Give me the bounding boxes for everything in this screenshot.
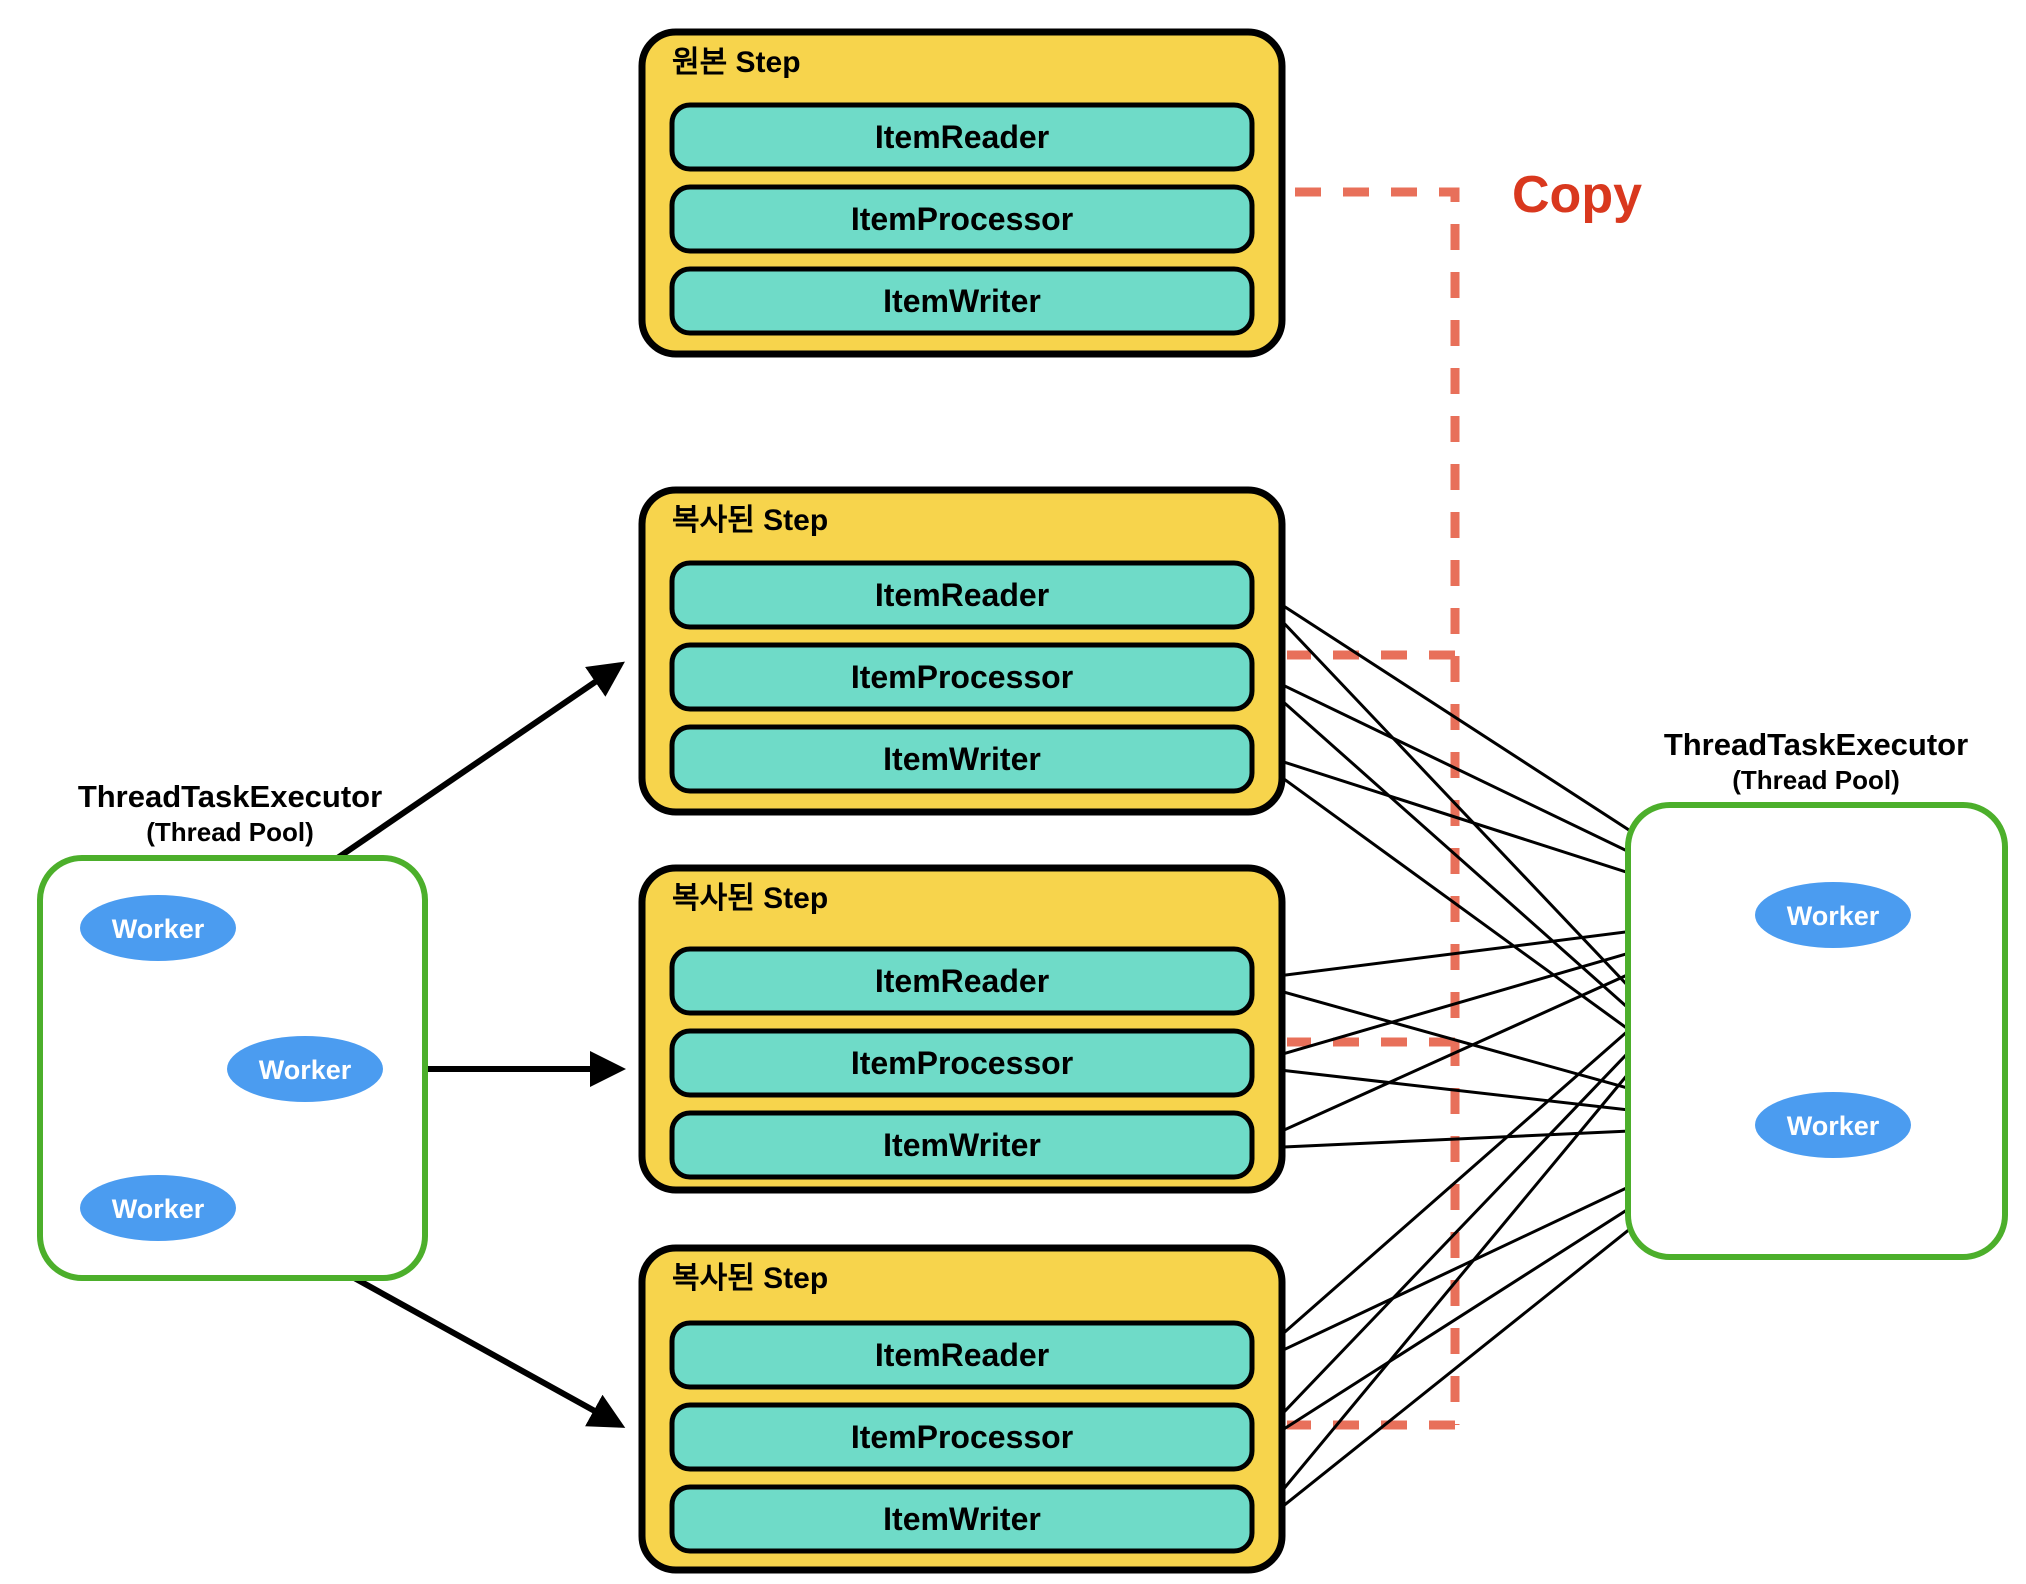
- original-step-reader-label: ItemReader: [875, 119, 1049, 155]
- copied-step-3-writer-label: ItemWriter: [883, 1501, 1041, 1537]
- right-thread-pool[interactable]: ThreadTaskExecutor (Thread Pool) Worker …: [1625, 727, 2008, 1260]
- left-worker-3[interactable]: Worker: [80, 1175, 236, 1241]
- left-worker-2-ellipse: [227, 1036, 383, 1102]
- copied-step-3-processor-box[interactable]: [669, 1402, 1255, 1472]
- right-pool-box: [1625, 802, 2008, 1260]
- copied-step-1[interactable]: 복사된 Step ItemReader ItemProcessor ItemWr…: [638, 486, 1286, 816]
- copied-step-3-reader-box[interactable]: [669, 1320, 1255, 1390]
- left-pool-subtitle: (Thread Pool): [146, 817, 314, 847]
- original-step-processor-label: ItemProcessor: [851, 201, 1073, 237]
- right-pool-title: ThreadTaskExecutor: [1664, 727, 1968, 762]
- copied-step-3-reader-label: ItemReader: [875, 1337, 1049, 1373]
- right-worker-1-ellipse: [1755, 882, 1911, 948]
- left-worker-2[interactable]: Worker: [227, 1036, 383, 1102]
- right-pool-subtitle: (Thread Pool): [1732, 765, 1900, 795]
- left-worker-3-label: Worker: [112, 1194, 205, 1224]
- copied-step-2-writer-label: ItemWriter: [883, 1127, 1041, 1163]
- original-step-writer-box[interactable]: [669, 266, 1255, 336]
- left-worker-1[interactable]: Worker: [80, 895, 236, 961]
- copied-step-3-writer-box[interactable]: [669, 1484, 1255, 1554]
- copied-step-1-title: 복사된 Step: [672, 504, 828, 537]
- copied-step-2-processor-box[interactable]: [669, 1028, 1255, 1098]
- copied-step-1-reader-label: ItemReader: [875, 577, 1049, 613]
- copy-connector-group: [1287, 187, 1460, 1430]
- copied-step-2[interactable]: 복사된 Step ItemReader ItemProcessor ItemWr…: [638, 864, 1286, 1194]
- copied-step-2-reader-label: ItemReader: [875, 963, 1049, 999]
- copy-dashed-path: [1295, 187, 1460, 1425]
- copied-step-2-reader-box[interactable]: [669, 946, 1255, 1016]
- copied-step-3[interactable]: 복사된 Step ItemReader ItemProcessor ItemWr…: [638, 1244, 1286, 1574]
- left-worker-1-ellipse: [80, 895, 236, 961]
- original-step-reader-box[interactable]: [669, 102, 1255, 172]
- copied-step-2-title: 복사된 Step: [672, 882, 828, 915]
- copied-step-1-processor-label: ItemProcessor: [851, 659, 1073, 695]
- copied-step-1-reader-box[interactable]: [669, 560, 1255, 630]
- left-thread-pool[interactable]: ThreadTaskExecutor (Thread Pool) Worker …: [37, 779, 428, 1281]
- right-worker-1[interactable]: Worker: [1755, 882, 1911, 948]
- right-worker-2-label: Worker: [1787, 1111, 1880, 1141]
- original-step[interactable]: 원본 Step ItemReader ItemProcessor ItemWri…: [638, 28, 1286, 358]
- left-worker-3-ellipse: [80, 1175, 236, 1241]
- copied-step-2-processor-label: ItemProcessor: [851, 1045, 1073, 1081]
- original-step-title: 원본 Step: [672, 46, 801, 79]
- copied-step-1-processor-box[interactable]: [669, 642, 1255, 712]
- copy-label: Copy: [1512, 166, 1642, 224]
- right-worker-1-label: Worker: [1787, 901, 1880, 931]
- copied-step-3-processor-label: ItemProcessor: [851, 1419, 1073, 1455]
- left-worker-1-label: Worker: [112, 914, 205, 944]
- copied-step-2-writer-box[interactable]: [669, 1110, 1255, 1180]
- original-step-processor-box[interactable]: [669, 184, 1255, 254]
- original-step-writer-label: ItemWriter: [883, 283, 1041, 319]
- left-pool-title: ThreadTaskExecutor: [78, 779, 382, 814]
- left-worker-2-label: Worker: [259, 1055, 352, 1085]
- copied-step-3-title: 복사된 Step: [672, 1262, 828, 1295]
- copied-step-1-writer-box[interactable]: [669, 724, 1255, 794]
- copied-step-1-writer-label: ItemWriter: [883, 741, 1041, 777]
- right-worker-2[interactable]: Worker: [1755, 1092, 1911, 1158]
- right-worker-2-ellipse: [1755, 1092, 1911, 1158]
